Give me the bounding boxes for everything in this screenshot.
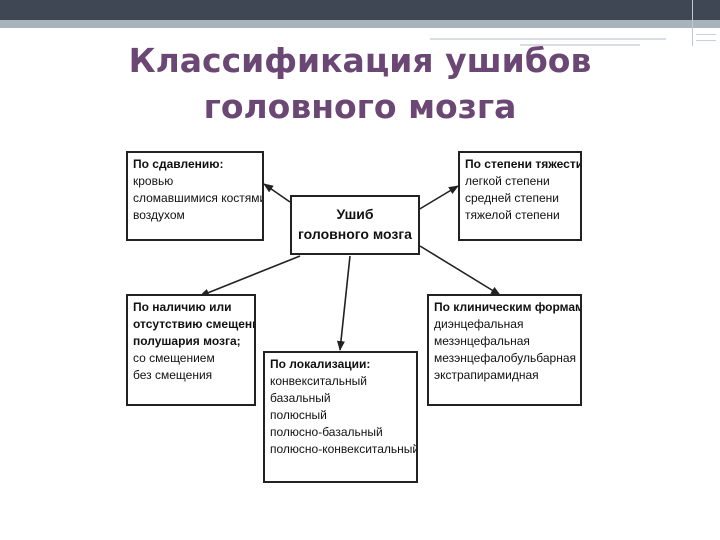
box-severity: По степени тяжести: легкой степени средн… xyxy=(458,151,582,241)
top-bar xyxy=(0,0,720,20)
box-item: полюсный xyxy=(270,408,327,422)
box-item: базальный xyxy=(270,391,331,405)
arrow-to-displacement xyxy=(199,255,301,297)
box-heading: По сдавлению: xyxy=(133,157,224,171)
arrow-to-localization xyxy=(336,255,351,351)
box-heading: По степени тяжести: xyxy=(465,157,582,171)
arrow-to-compression xyxy=(263,183,291,203)
box-item: тяжелой степени xyxy=(465,208,560,222)
box-item: полюсно-конвекситальный xyxy=(270,442,418,456)
box-item: воздухом xyxy=(133,208,185,222)
box-item: со смещением xyxy=(133,351,215,365)
box-item: экстрапирамидная xyxy=(434,368,539,382)
slide-title-line: головного мозга xyxy=(203,87,517,126)
top-bar-accent xyxy=(0,20,720,28)
box-item: мезэнцефальная xyxy=(434,334,530,348)
corner-decoration xyxy=(692,0,720,46)
slide-title-line: Классификация ушибов xyxy=(128,41,592,80)
box-item: конвекситальный xyxy=(270,374,367,388)
decoration-line xyxy=(430,38,666,40)
box-item: мезэнцефалобульбарная xyxy=(434,351,577,365)
center-node-line: Ушиб xyxy=(336,206,374,222)
box-item: средней степени xyxy=(465,191,559,205)
decoration-line xyxy=(520,44,640,46)
box-item: кровью xyxy=(133,174,174,188)
box-clinical: По клиническим формам: диэнцефальная мез… xyxy=(427,294,582,406)
box-heading: По клиническим формам: xyxy=(434,300,582,314)
corner-decoration-line xyxy=(696,34,716,35)
box-item: диэнцефальная xyxy=(434,317,524,331)
box-item: сломавшимися костями xyxy=(133,191,264,205)
box-heading: По локализации: xyxy=(270,357,371,371)
box-item: без смещения xyxy=(133,368,213,382)
box-localization: По локализации: конвекситальный базальны… xyxy=(263,351,418,483)
slide-title: Классификация ушибов головного мозга xyxy=(80,38,640,130)
box-heading: отсутствию смещения xyxy=(133,317,256,331)
box-item: полюсно-базальный xyxy=(270,425,383,439)
box-heading: По наличию или xyxy=(133,300,232,314)
arrow-to-severity xyxy=(417,185,459,211)
box-item: легкой степени xyxy=(465,174,550,188)
box-heading: полушария мозга; xyxy=(133,334,241,348)
center-node-line: головного мозга xyxy=(298,226,412,242)
arrow-to-clinical xyxy=(419,245,501,296)
center-node: Ушиб головного мозга xyxy=(290,195,420,255)
box-compression: По сдавлению: кровью сломавшимися костям… xyxy=(126,151,264,241)
box-displacement: По наличию или отсутствию смещения полуш… xyxy=(126,294,256,406)
corner-decoration-line xyxy=(696,40,716,41)
